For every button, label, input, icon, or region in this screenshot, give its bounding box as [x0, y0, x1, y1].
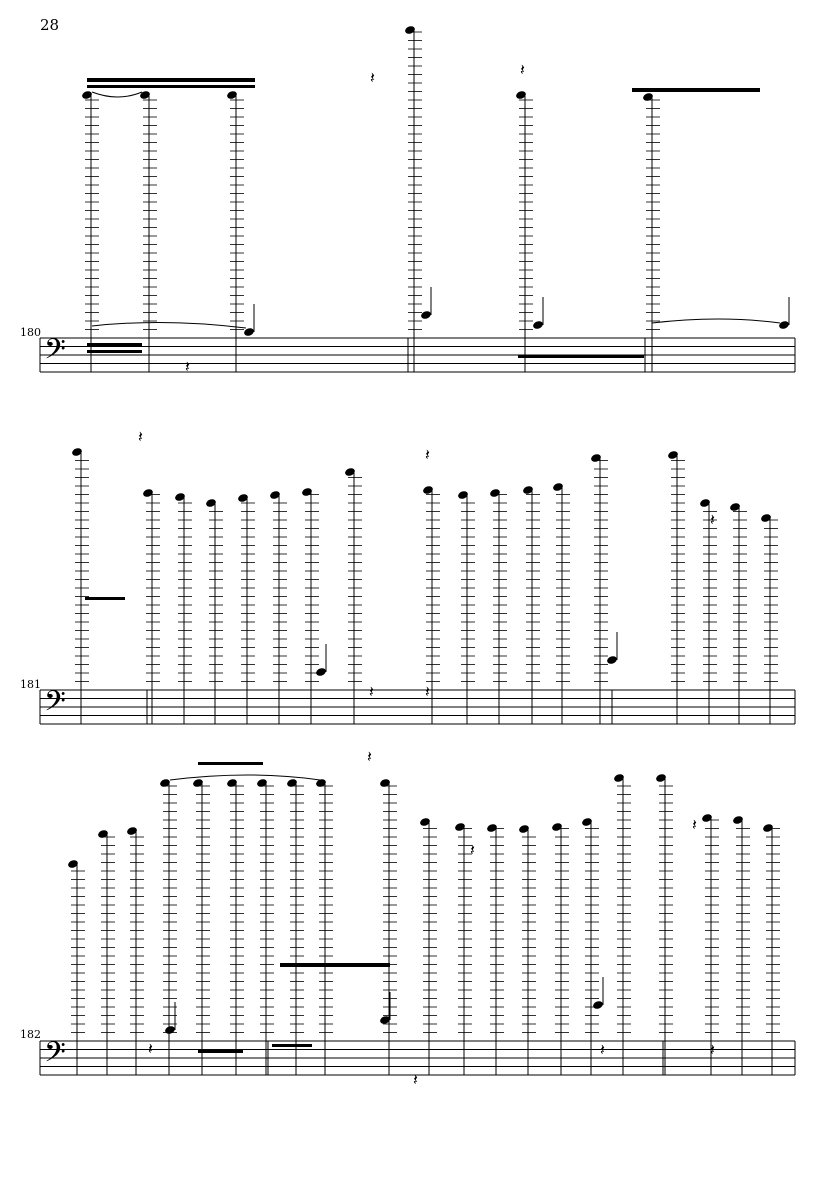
- tie: [651, 318, 781, 324]
- rest: 𝄽: [367, 747, 372, 766]
- notehead: [593, 1001, 603, 1009]
- notehead: [98, 830, 108, 838]
- rest: 𝄽: [520, 60, 525, 79]
- tie: [91, 91, 143, 98]
- rest: 𝄽: [710, 1040, 715, 1059]
- notehead: [643, 93, 653, 101]
- notehead: [516, 91, 526, 99]
- notehead: [730, 503, 740, 511]
- notehead: [702, 814, 712, 822]
- page-number: 28: [40, 16, 60, 34]
- notehead: [82, 91, 92, 99]
- beam: [280, 963, 390, 967]
- bass-clef: 𝄢: [44, 685, 66, 725]
- notehead: [582, 818, 592, 826]
- notehead: [458, 491, 468, 499]
- notehead: [287, 779, 297, 787]
- notehead: [380, 1016, 390, 1024]
- bass-clef: 𝄢: [44, 333, 66, 373]
- notehead: [72, 448, 82, 456]
- beam: [518, 355, 644, 358]
- notehead: [175, 493, 185, 501]
- beam: [198, 762, 263, 765]
- rest: 𝄽: [692, 815, 697, 834]
- rest: 𝄽: [369, 682, 374, 701]
- rest: 𝄽: [370, 68, 375, 87]
- notehead: [614, 774, 624, 782]
- notehead: [490, 489, 500, 497]
- notehead: [607, 656, 617, 664]
- rest: 𝄽: [425, 682, 430, 701]
- notehead: [455, 823, 465, 831]
- notehead: [380, 779, 390, 787]
- rest: 𝄽: [600, 1040, 605, 1059]
- notehead: [160, 779, 170, 787]
- notehead: [227, 779, 237, 787]
- notehead: [523, 486, 533, 494]
- notehead: [761, 514, 771, 522]
- notehead: [423, 486, 433, 494]
- notehead: [552, 823, 562, 831]
- measure-number-182: 182: [20, 1028, 41, 1041]
- rest: 𝄽: [413, 1070, 418, 1089]
- beam: [87, 78, 255, 82]
- notehead: [238, 494, 248, 502]
- beam: [87, 350, 142, 353]
- notehead: [244, 328, 254, 336]
- bass-clef: 𝄢: [44, 1036, 66, 1076]
- notehead: [68, 860, 78, 868]
- notehead: [533, 321, 543, 329]
- beam: [87, 343, 142, 346]
- notehead: [420, 818, 430, 826]
- notehead: [316, 668, 326, 676]
- notehead: [405, 26, 415, 34]
- tie: [169, 774, 321, 781]
- rest: 𝄽: [470, 840, 475, 859]
- rest: 𝄽: [425, 445, 430, 464]
- rest: 𝄽: [185, 357, 190, 376]
- notehead: [143, 489, 153, 497]
- notehead: [591, 454, 601, 462]
- notehead: [270, 491, 280, 499]
- notehead: [193, 779, 203, 787]
- notehead: [316, 779, 326, 787]
- notehead: [302, 488, 312, 496]
- rest: 𝄽: [138, 427, 143, 446]
- beam: [272, 1044, 312, 1047]
- notehead: [763, 824, 773, 832]
- notehead: [165, 1026, 175, 1034]
- notehead: [127, 827, 137, 835]
- measure-number-180: 180: [20, 326, 41, 339]
- measure-number-181: 181: [20, 678, 41, 691]
- beam: [85, 597, 125, 600]
- notehead: [668, 451, 678, 459]
- rest: 𝄽: [148, 1039, 153, 1058]
- notehead: [487, 824, 497, 832]
- notehead: [733, 816, 743, 824]
- notehead: [227, 91, 237, 99]
- notehead: [656, 774, 666, 782]
- notehead: [553, 483, 563, 491]
- notehead: [345, 468, 355, 476]
- notehead: [140, 91, 150, 99]
- rest: 𝄽: [710, 510, 715, 529]
- beam: [632, 88, 760, 92]
- tie: [91, 321, 247, 329]
- notehead: [519, 825, 529, 833]
- notehead: [206, 499, 216, 507]
- notehead: [700, 499, 710, 507]
- beam: [198, 1050, 243, 1053]
- notehead: [421, 311, 431, 319]
- notehead: [779, 321, 789, 329]
- beam: [87, 85, 255, 88]
- notehead: [257, 779, 267, 787]
